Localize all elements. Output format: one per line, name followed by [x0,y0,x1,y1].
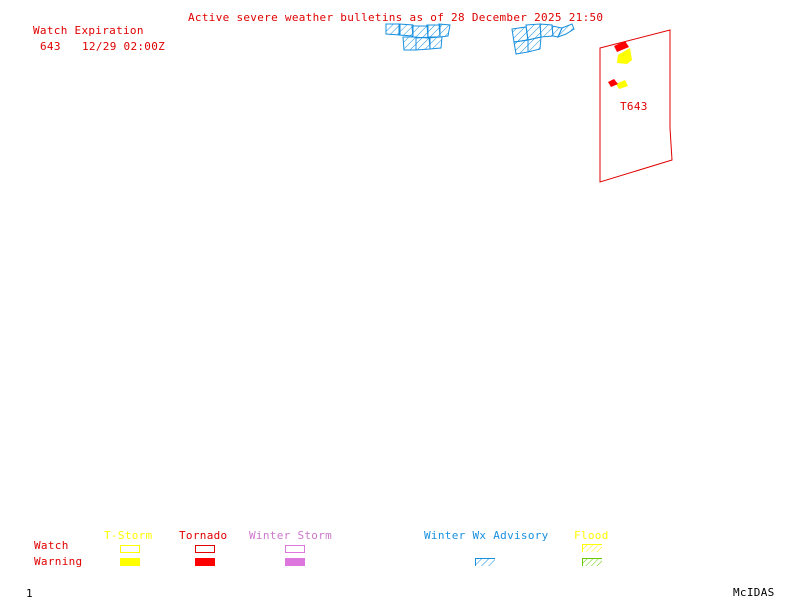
tstorm-warning-swatch [120,558,140,566]
legend-col-flood: Flood [574,529,609,542]
winter-advisory-area-west[interactable] [385,23,451,51]
watch-box-label: T643 [620,100,648,113]
watch-expiry-time: 12/29 02:00Z [82,40,166,53]
tstorm-warning-area-2[interactable] [616,80,628,89]
legend-col-tstorm: T-Storm [104,529,153,542]
watch-expiration-heading: Watch Expiration [33,24,144,37]
flood-warning-swatch [582,558,602,566]
watch-number: 643 [40,40,61,53]
winter-storm-warning-swatch [285,558,305,566]
tstorm-warning-area-1[interactable] [617,48,632,64]
legend-row-warning: Warning [34,555,83,568]
frame-number: 1 [26,587,33,600]
legend-col-winter-wx-advisory: Winter Wx Advisory [424,529,549,542]
tornado-warning-area-2[interactable] [608,79,618,87]
winter-wx-advisory-swatch [475,558,495,566]
legend-col-winter-storm: Winter Storm [249,529,333,542]
tornado-warning-area-1[interactable] [614,41,629,52]
winter-storm-watch-swatch [285,545,305,553]
tornado-warning-swatch [195,558,215,566]
flood-watch-swatch [582,544,602,552]
tornado-watch-swatch [195,545,215,553]
mcidas-brand: McIDAS [733,586,775,599]
tornado-watch-box-t643[interactable] [599,29,673,183]
legend-row-watch: Watch [34,539,69,552]
bulletin-title: Active severe weather bulletins as of 28… [188,11,604,24]
winter-advisory-area-east[interactable] [511,23,575,55]
tstorm-watch-swatch [120,545,140,553]
legend-col-tornado: Tornado [179,529,228,542]
